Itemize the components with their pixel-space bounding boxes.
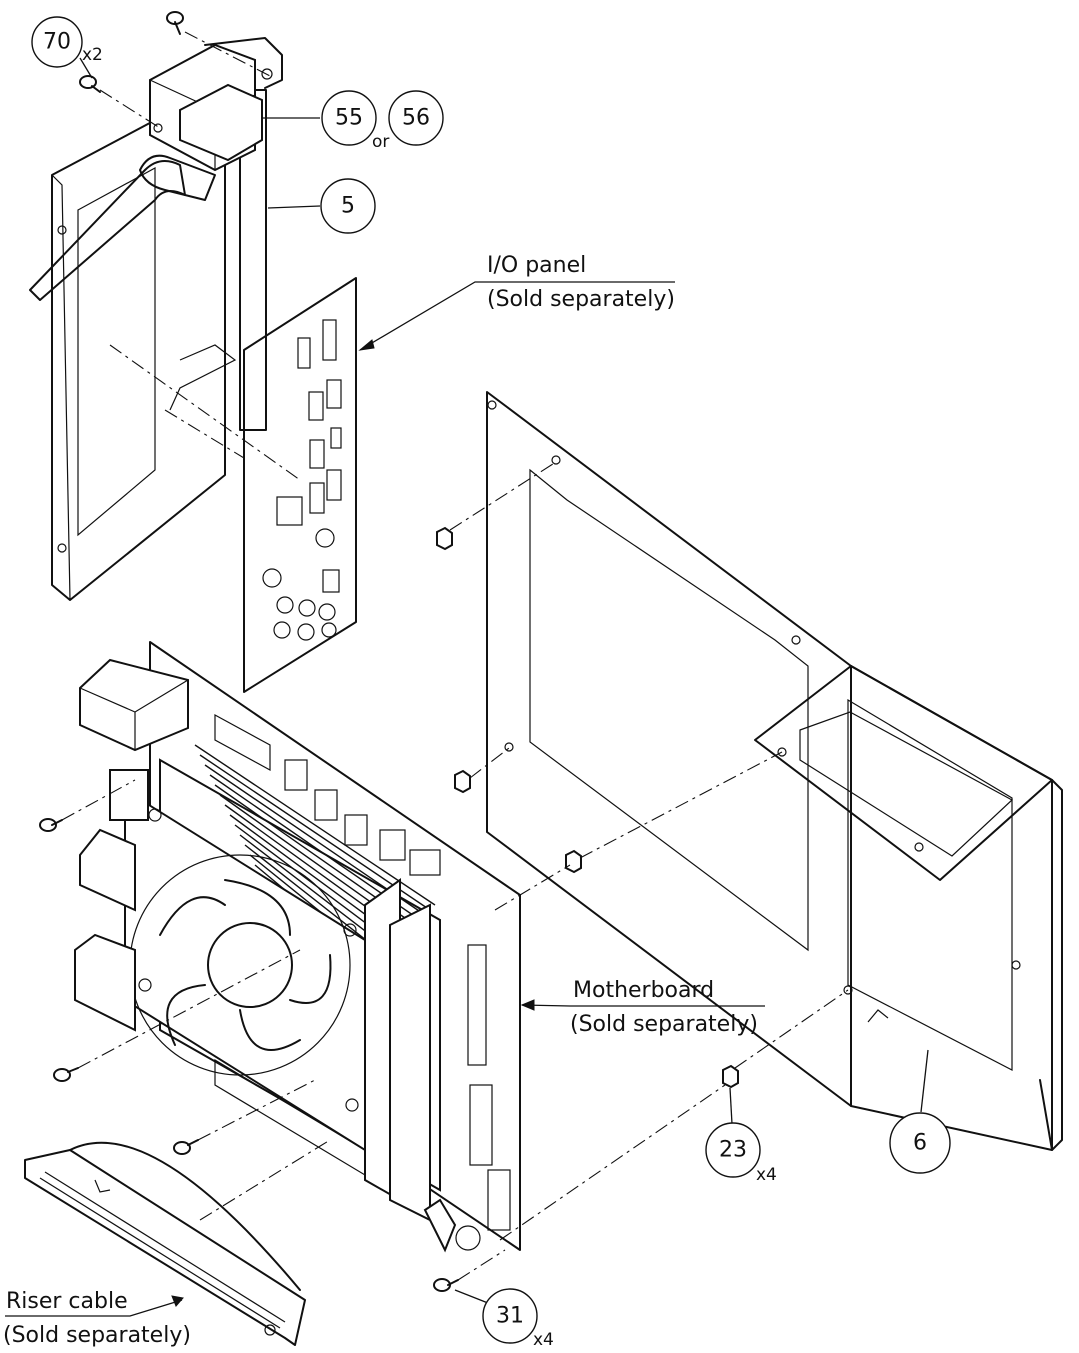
- callout-number: 55: [335, 106, 363, 131]
- riser-cable: [24, 1141, 306, 1346]
- chassis-frame: [486, 391, 1063, 1151]
- label-io-panel: I/O panel (Sold separately): [487, 253, 675, 312]
- assembly-centerlines: [61, 31, 849, 1281]
- callout-qty: x4: [533, 1330, 554, 1350]
- standoff-icon: [436, 526, 453, 551]
- callout-qty: x4: [756, 1165, 777, 1185]
- motherboard-assembly: [74, 641, 521, 1253]
- callout-56: 56: [388, 90, 444, 146]
- screw-icon: [39, 818, 63, 832]
- callout-number: 56: [402, 106, 430, 131]
- power-cable: [29, 43, 263, 301]
- callout-70: 70 x2: [31, 16, 103, 68]
- label-line: I/O panel: [487, 253, 586, 278]
- leader-lines: [5, 57, 929, 1317]
- screw-icon: [53, 1067, 79, 1082]
- screws: [39, 11, 459, 1292]
- label-line: Riser cable: [6, 1289, 128, 1314]
- screw-icon: [173, 1139, 199, 1155]
- callout-number: 31: [496, 1304, 524, 1329]
- or-text: or: [372, 132, 389, 152]
- callout-55: 55: [321, 90, 377, 146]
- callout-23: 23 x4: [705, 1122, 777, 1185]
- label-line: Motherboard: [573, 978, 714, 1003]
- screw-icon: [166, 11, 184, 35]
- standoff-icon: [565, 849, 582, 874]
- callout-31: 31 x4: [482, 1288, 554, 1350]
- screw-icon: [433, 1278, 459, 1292]
- callout-number: 5: [341, 194, 355, 219]
- standoffs: [436, 526, 739, 1089]
- callout-5: 5: [320, 178, 376, 234]
- label-line: (Sold separately): [570, 1012, 758, 1037]
- cpu-cooler-fan: [124, 788, 366, 1152]
- standoff-icon: [454, 769, 471, 794]
- callout-number: 6: [913, 1131, 927, 1156]
- callout-6: 6: [889, 1112, 951, 1174]
- standoff-icon: [722, 1064, 739, 1089]
- label-motherboard: Motherboard (Sold separately): [570, 978, 758, 1037]
- label-line: (Sold separately): [487, 287, 675, 312]
- label-riser-cable: Riser cable (Sold separately): [3, 1289, 191, 1348]
- label-line: (Sold separately): [3, 1323, 191, 1348]
- callout-number: 70: [43, 30, 71, 55]
- callout-qty: x2: [82, 45, 103, 65]
- io-panel-shield: [243, 277, 357, 693]
- callout-number: 23: [719, 1138, 747, 1163]
- screw-icon: [79, 75, 101, 93]
